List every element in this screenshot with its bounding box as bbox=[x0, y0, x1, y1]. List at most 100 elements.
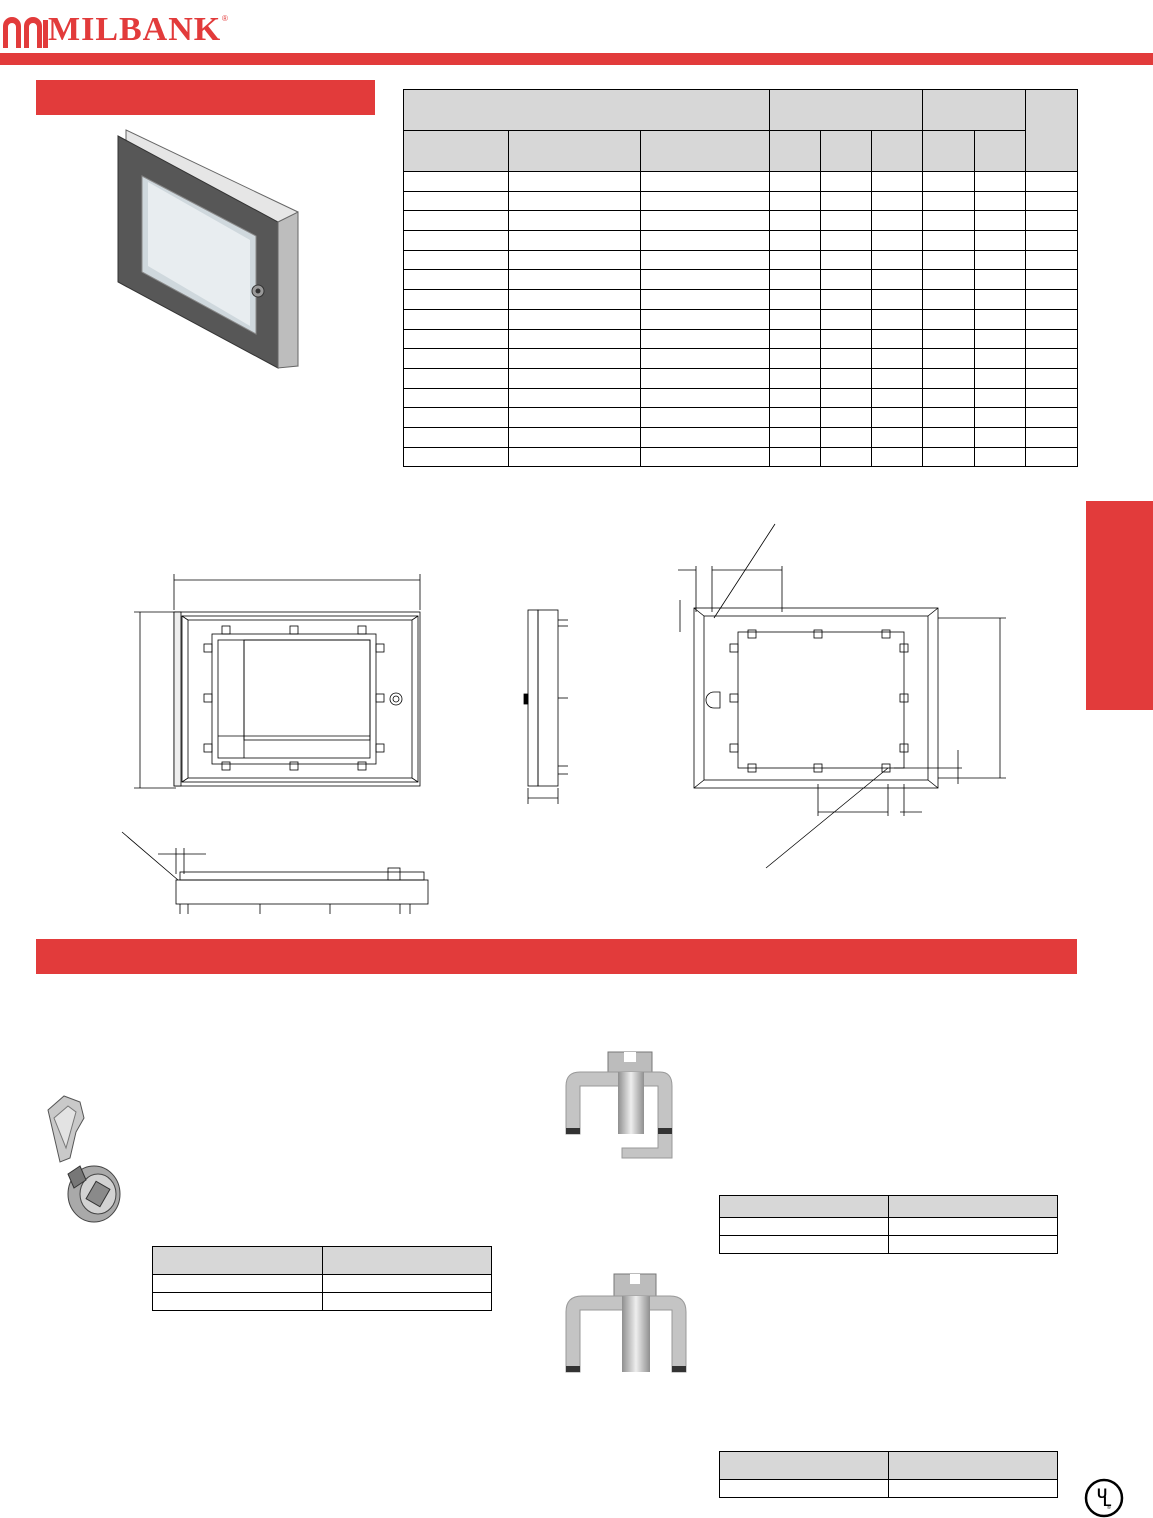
table-cell bbox=[974, 387, 1027, 409]
milbank-logo: MILBANK ® bbox=[0, 10, 240, 50]
ul-registered-mark: ® bbox=[1107, 1504, 1111, 1511]
header-cell bbox=[719, 1451, 889, 1480]
table-cell bbox=[974, 269, 1027, 291]
table-cell bbox=[508, 308, 641, 330]
table-cell bbox=[871, 426, 924, 448]
table-cell bbox=[639, 289, 771, 310]
table-cell bbox=[508, 328, 641, 350]
table-cell bbox=[769, 426, 822, 448]
table-cell bbox=[922, 328, 976, 350]
table-cell bbox=[508, 171, 641, 192]
table-cell bbox=[639, 230, 771, 251]
table-cell bbox=[403, 308, 509, 330]
ul-certification-icon: UL ® bbox=[1084, 1478, 1124, 1518]
table-cell bbox=[922, 171, 976, 192]
table-row bbox=[719, 1217, 1058, 1236]
spec-table-group-header bbox=[402, 89, 1079, 172]
table-cell bbox=[1025, 328, 1079, 350]
table-cell bbox=[888, 1217, 1058, 1236]
table-cell bbox=[769, 230, 822, 251]
table-cell bbox=[508, 249, 641, 271]
table-row bbox=[152, 1274, 492, 1293]
table-row bbox=[403, 367, 1079, 389]
table-cell bbox=[922, 269, 976, 291]
table-cell bbox=[719, 1217, 889, 1236]
registered-mark: ® bbox=[222, 14, 228, 23]
table-cell bbox=[820, 407, 873, 428]
header-cell bbox=[974, 130, 1027, 172]
table-cell bbox=[1025, 269, 1079, 291]
header-cell bbox=[922, 89, 1027, 131]
brand-name: MILBANK bbox=[48, 11, 222, 48]
table-cell bbox=[403, 190, 509, 212]
header-cell bbox=[871, 130, 924, 172]
spec-table-sub-header bbox=[403, 130, 1078, 172]
table-cell bbox=[639, 426, 771, 448]
table-cell bbox=[322, 1274, 492, 1293]
table-cell bbox=[974, 367, 1027, 389]
table-cell bbox=[1025, 249, 1079, 271]
table-cell bbox=[922, 387, 976, 409]
clamp-upper-table-body bbox=[719, 1217, 1058, 1254]
header-cell bbox=[322, 1246, 492, 1275]
table-cell bbox=[871, 367, 924, 389]
table-cell bbox=[922, 210, 976, 232]
table-cell bbox=[922, 190, 976, 212]
table-cell bbox=[769, 407, 822, 428]
table-cell bbox=[820, 171, 873, 192]
table-cell bbox=[922, 249, 976, 271]
table-cell bbox=[871, 269, 924, 291]
table-cell bbox=[403, 289, 509, 310]
table-cell bbox=[871, 348, 924, 369]
table-cell bbox=[769, 328, 822, 350]
table-cell bbox=[508, 426, 641, 448]
side-tab bbox=[1086, 501, 1153, 710]
table-row bbox=[719, 1479, 1058, 1498]
table-cell bbox=[769, 308, 822, 330]
table-cell bbox=[922, 446, 976, 468]
table-cell bbox=[769, 171, 822, 192]
table-cell bbox=[639, 210, 771, 232]
clamp-upper-table-header bbox=[719, 1195, 1058, 1218]
table-cell bbox=[1025, 171, 1079, 192]
table-row bbox=[403, 171, 1079, 192]
table-cell bbox=[888, 1235, 1058, 1254]
table-cell bbox=[403, 367, 509, 389]
table-cell bbox=[639, 446, 771, 468]
table-cell bbox=[974, 328, 1027, 350]
table-cell bbox=[769, 210, 822, 232]
header-cell bbox=[508, 130, 641, 172]
table-row bbox=[403, 249, 1079, 271]
header-cell bbox=[639, 130, 771, 172]
bottom-view-drawing bbox=[121, 831, 429, 914]
table-cell bbox=[769, 348, 822, 369]
table-cell bbox=[639, 308, 771, 330]
header-cell bbox=[152, 1246, 323, 1275]
table-cell bbox=[974, 426, 1027, 448]
table-cell bbox=[403, 426, 509, 448]
header-cell bbox=[769, 130, 822, 172]
table-row bbox=[403, 328, 1079, 350]
table-cell bbox=[1025, 230, 1079, 251]
table-cell bbox=[403, 171, 509, 192]
table-cell bbox=[1025, 426, 1079, 448]
table-cell bbox=[1025, 289, 1079, 310]
spec-table-body bbox=[403, 171, 1079, 468]
table-cell bbox=[639, 171, 771, 192]
table-cell bbox=[871, 210, 924, 232]
spec-table bbox=[402, 89, 1079, 468]
table-cell bbox=[152, 1274, 323, 1293]
header-cell bbox=[888, 1195, 1058, 1218]
table-cell bbox=[769, 249, 822, 271]
table-cell bbox=[1025, 308, 1079, 330]
table-cell bbox=[820, 210, 873, 232]
table-cell bbox=[820, 249, 873, 271]
header-cell bbox=[719, 1195, 889, 1218]
ul-letter-l: L bbox=[1103, 1493, 1112, 1509]
table-row bbox=[403, 190, 1079, 212]
logo-arches-icon bbox=[3, 17, 48, 48]
table-cell bbox=[403, 249, 509, 271]
table-cell bbox=[1025, 210, 1079, 232]
table-cell bbox=[639, 348, 771, 369]
table-cell bbox=[820, 348, 873, 369]
